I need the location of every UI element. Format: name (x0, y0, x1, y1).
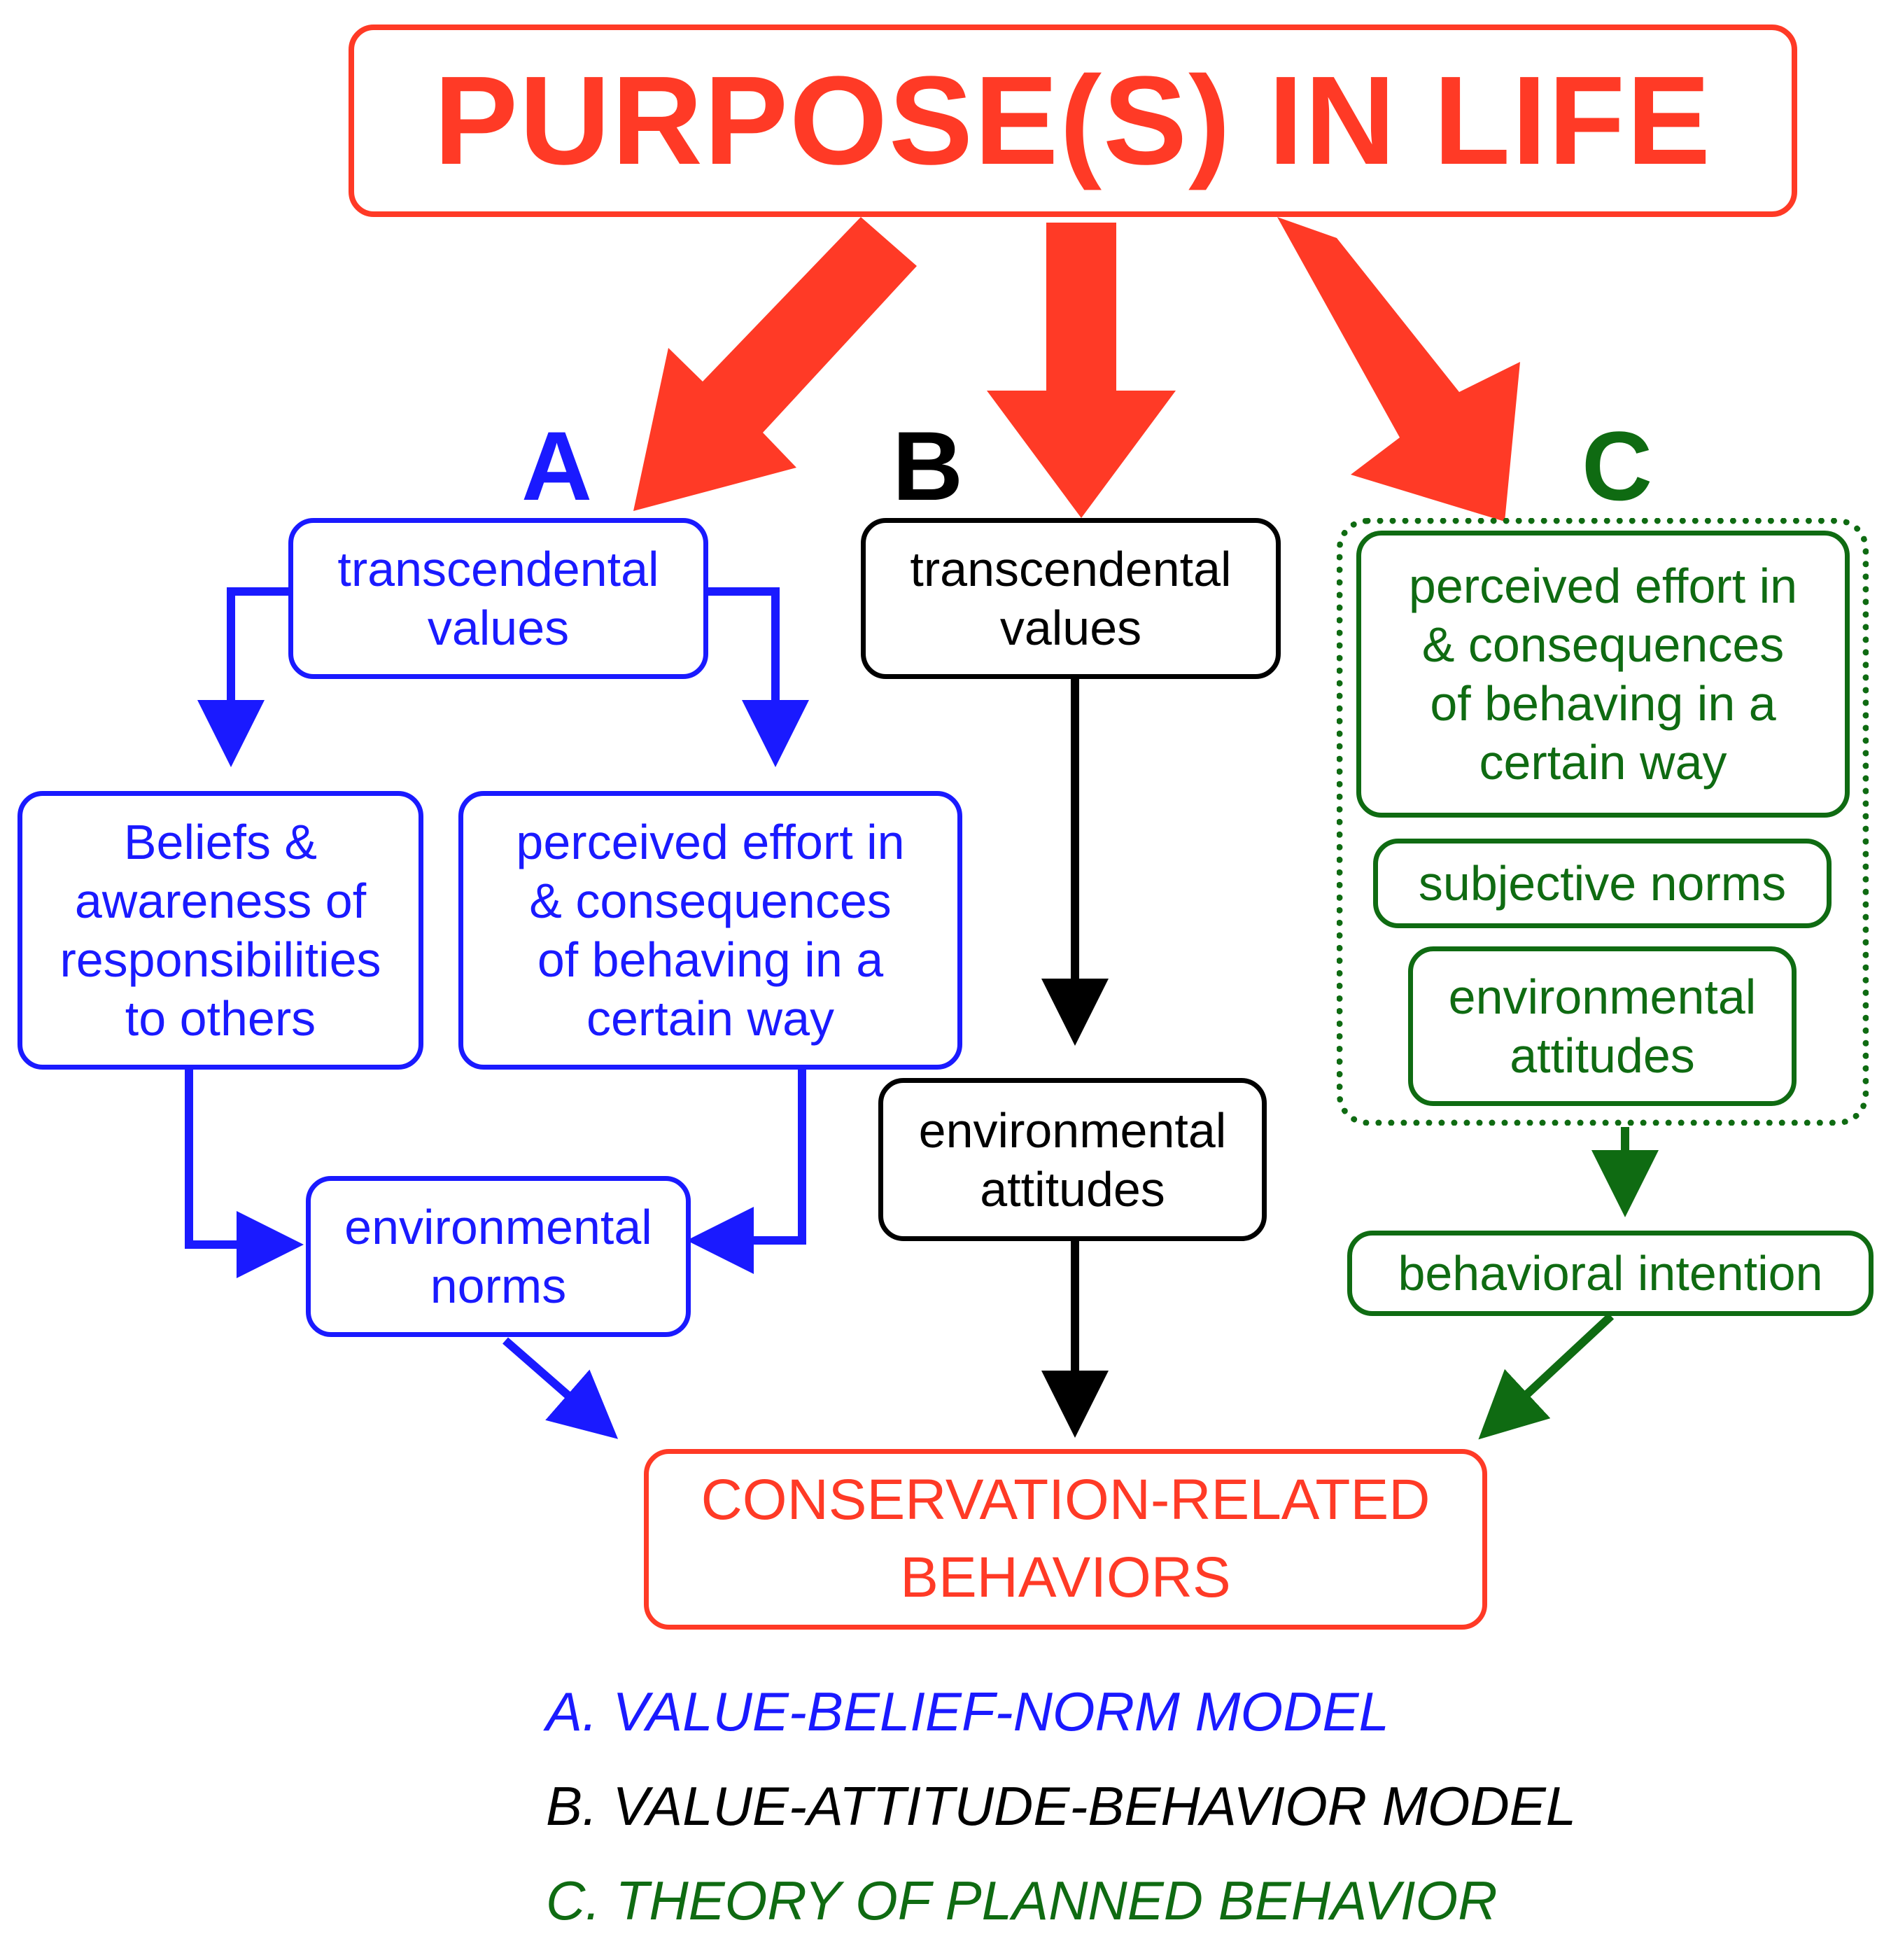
c-behavioral-intention-box: behavioral intention (1347, 1231, 1874, 1316)
arrow-a-beliefs-to-norms (185, 1070, 304, 1278)
a-transcendental-values-box: transcendental values (288, 518, 708, 679)
arrow-a-effort-to-norms (687, 1070, 806, 1274)
b-transcendental-values-box: transcendental values (861, 518, 1281, 679)
legend-model-b: B. VALUE-ATTITUDE-BEHAVIOR MODEL (546, 1775, 1577, 1837)
red-arrow-to-a (633, 217, 917, 511)
conservation-behaviors-label: CONSERVATION-RELATED BEHAVIORS (701, 1468, 1430, 1609)
legend-model-c: C. THEORY OF PLANNED BEHAVIOR (546, 1870, 1498, 1931)
c-subjective-norms-label: subjective norms (1418, 856, 1787, 911)
red-arrow-to-c (1277, 217, 1520, 522)
purpose-in-life-box: PURPOSE(S) IN LIFE (349, 24, 1797, 217)
section-label-b: B (892, 411, 964, 521)
b-environmental-attitudes-label: environmental attitudes (918, 1102, 1227, 1217)
a-transcendental-values-label: transcendental values (337, 542, 659, 655)
a-environmental-norms-label: environmental norms (344, 1200, 652, 1313)
c-environmental-attitudes-label: environmental attitudes (1448, 969, 1757, 1083)
c-perceived-effort-box: perceived effort in & consequences of be… (1356, 531, 1850, 818)
arrow-a-norms-to-behaviors (502, 1337, 619, 1439)
a-perceived-effort-label: perceived effort in & consequences of be… (516, 815, 905, 1046)
arrow-a-values-to-beliefs (197, 587, 288, 767)
section-label-c: C (1582, 411, 1653, 521)
b-transcendental-values-label: transcendental values (910, 542, 1232, 655)
arrow-c-intention-to-behaviors (1478, 1312, 1615, 1440)
legend-model-a: A. VALUE-BELIEF-NORM MODEL (546, 1681, 1389, 1742)
b-environmental-attitudes-box: environmental attitudes (878, 1078, 1267, 1241)
arrow-a-values-to-effort (708, 587, 809, 767)
c-predictors-group (1337, 518, 1869, 1126)
a-beliefs-box: Beliefs & awareness of responsibilities … (17, 791, 423, 1070)
c-perceived-effort-label: perceived effort in & consequences of be… (1408, 559, 1798, 790)
c-subjective-norms-box: subjective norms (1373, 839, 1832, 928)
a-perceived-effort-box: perceived effort in & consequences of be… (458, 791, 962, 1070)
c-environmental-attitudes-box: environmental attitudes (1408, 946, 1797, 1106)
section-label-a: A (521, 411, 593, 521)
red-arrow-to-b (987, 223, 1176, 518)
a-environmental-norms-box: environmental norms (306, 1176, 691, 1337)
c-behavioral-intention-label: behavioral intention (1398, 1246, 1823, 1301)
a-beliefs-label: Beliefs & awareness of responsibilities … (59, 815, 381, 1046)
purpose-in-life-title: PURPOSE(S) IN LIFE (433, 50, 1713, 191)
conservation-behaviors-box: CONSERVATION-RELATED BEHAVIORS (644, 1449, 1487, 1630)
